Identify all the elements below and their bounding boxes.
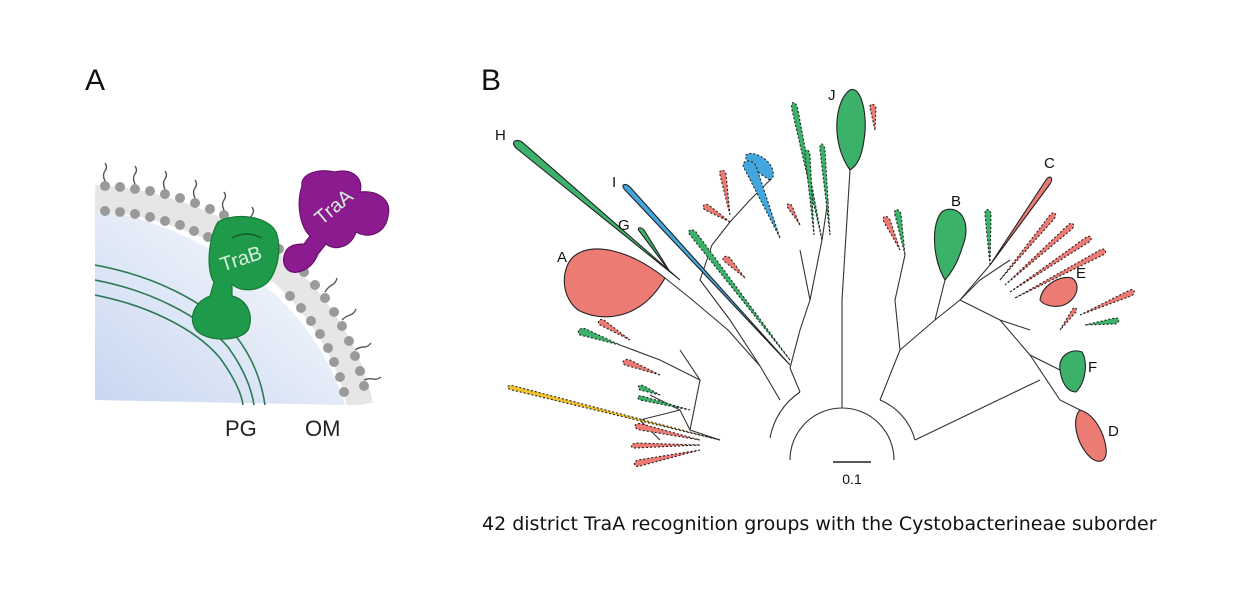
clade-label-e: E <box>1076 265 1086 282</box>
scale-bar: 0.1 <box>833 461 871 487</box>
clade-label-f: F <box>1088 359 1097 376</box>
trab-protein: TraB <box>191 215 280 340</box>
clade-f <box>1059 350 1086 393</box>
clade-yellow <box>507 384 721 441</box>
clade-label-j: J <box>828 87 836 104</box>
om-label: OM <box>305 416 340 441</box>
clade-h <box>513 139 681 281</box>
clade-d <box>1075 409 1107 462</box>
panel-a-letter: A <box>85 64 106 97</box>
clade-c <box>989 176 1053 266</box>
clade-label-c: C <box>1044 155 1055 172</box>
traa-protein: TraA <box>283 170 390 273</box>
clade-label-i: I <box>612 174 616 191</box>
clade-label-h: H <box>495 127 506 144</box>
clade-label-b: B <box>951 193 961 210</box>
clade-shapes <box>507 89 1135 467</box>
scale-bar-label: 0.1 <box>842 471 862 487</box>
clade-i <box>622 183 791 366</box>
clade-a <box>563 248 666 318</box>
phylogenetic-tree <box>619 169 1081 461</box>
clade-j <box>836 89 866 171</box>
clade-g <box>637 227 671 273</box>
clade-label-g: G <box>618 217 630 234</box>
clade-label-d: D <box>1108 423 1119 440</box>
clade-label-a: A <box>557 249 567 266</box>
clade-b <box>933 208 967 281</box>
figure-caption: 42 district TraA recognition groups with… <box>482 513 1157 535</box>
panel-b-letter: B <box>481 64 502 97</box>
clade-labels: A B C D E F G H I J <box>495 87 1119 440</box>
pg-label: PG <box>225 416 257 441</box>
clade-e <box>1039 276 1078 307</box>
outer-membrane-band <box>95 185 373 405</box>
